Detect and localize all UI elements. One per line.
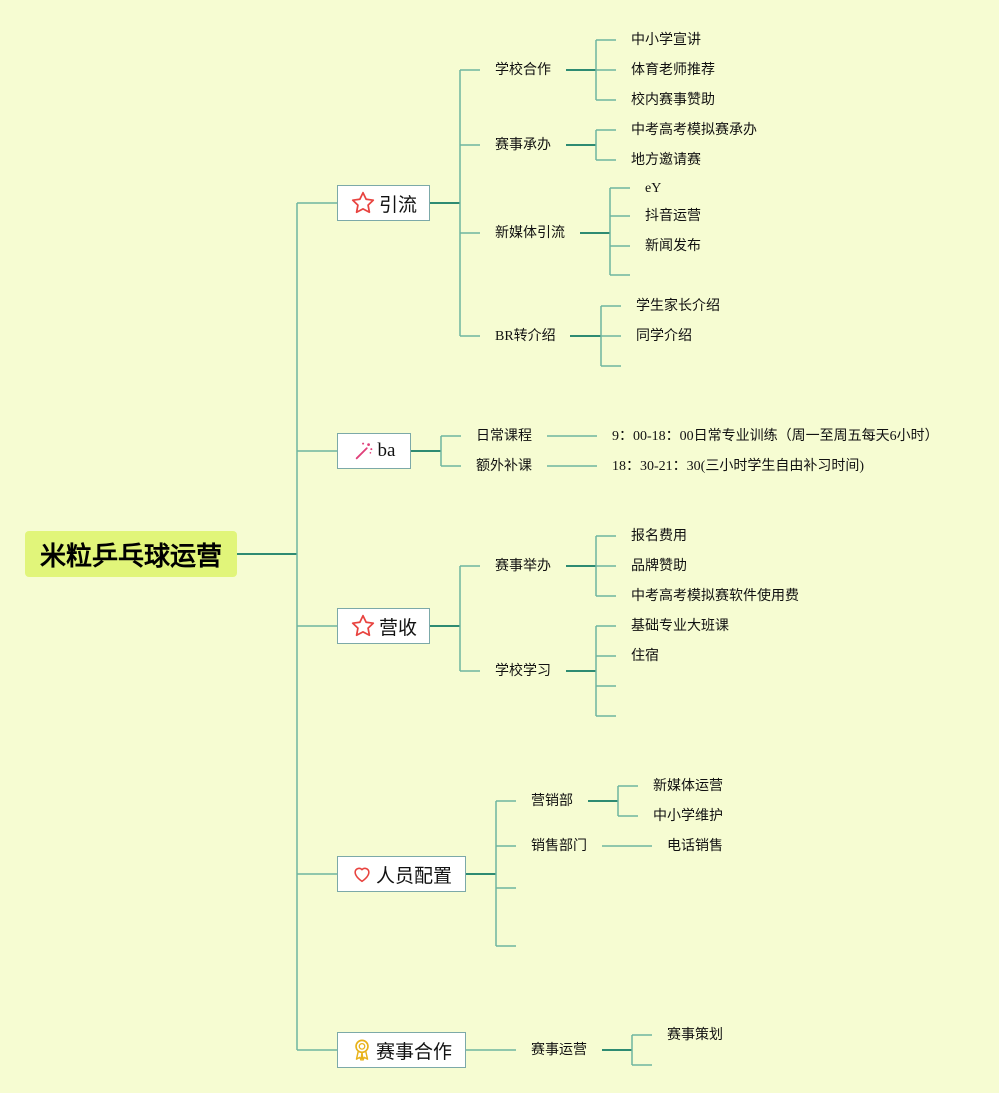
topic-xinmeiti-yinliu[interactable]: 新媒体引流 xyxy=(495,226,565,241)
topic-leaf[interactable]: 地方邀请赛 xyxy=(631,153,701,168)
topic-leaf[interactable]: 电话销售 xyxy=(667,839,723,854)
topic-leaf[interactable]: 赛事策划 xyxy=(667,1028,723,1043)
star-icon xyxy=(351,191,375,214)
topic-saishi-juban[interactable]: 赛事举办 xyxy=(495,559,551,574)
branch-label: ba xyxy=(377,440,396,461)
topic-leaf[interactable]: 抖音运营 xyxy=(645,209,701,224)
heart-icon xyxy=(354,867,370,883)
topic-leaf[interactable]: 校内赛事赞助 xyxy=(631,93,715,108)
branch-saishi[interactable]: 赛事合作 xyxy=(337,1032,466,1068)
branch-label: 人员配置 xyxy=(375,864,452,887)
award-ribbon-icon xyxy=(355,1039,369,1061)
branch-yinliu[interactable]: 引流 xyxy=(337,185,430,221)
branch-yingshou[interactable]: 营收 xyxy=(337,608,430,644)
topic-leaf[interactable]: 学生家长介绍 xyxy=(636,299,720,314)
topic-leaf[interactable]: eY xyxy=(645,181,662,196)
topic-leaf[interactable]: 新媒体运营 xyxy=(653,779,723,794)
topic-saishi-yunying[interactable]: 赛事运营 xyxy=(531,1043,587,1058)
topic-leaf[interactable]: 品牌赞助 xyxy=(631,559,687,574)
topic-leaf[interactable]: 9：00-18：00日常专业训练（周一至周五每天6小时） xyxy=(612,429,939,444)
branch-label: 引流 xyxy=(378,193,417,216)
topic-richang-kecheng[interactable]: 日常课程 xyxy=(476,429,532,444)
topic-leaf[interactable]: 同学介绍 xyxy=(636,329,692,344)
branch-renyuan[interactable]: 人员配置 xyxy=(337,856,466,892)
topic-xuexiao-xuexi[interactable]: 学校学习 xyxy=(495,664,551,679)
star-icon xyxy=(351,614,375,637)
topic-leaf[interactable]: 中小学宣讲 xyxy=(631,33,701,48)
topic-br-zhuanjieshao[interactable]: BR转介绍 xyxy=(495,329,556,344)
topic-ewai-buke[interactable]: 额外补课 xyxy=(476,459,532,474)
topic-leaf[interactable]: 体育老师推荐 xyxy=(631,63,715,78)
topic-xuexiao-hezuo[interactable]: 学校合作 xyxy=(495,63,551,78)
root-topic[interactable]: 米粒乒乓球运营 xyxy=(25,531,237,577)
topic-leaf[interactable]: 18：30-21：30(三小时学生自由补习时间) xyxy=(612,459,864,474)
magic-wand-icon xyxy=(355,442,372,460)
topic-xiaoshou-bumen[interactable]: 销售部门 xyxy=(531,839,587,854)
topic-leaf[interactable]: 基础专业大班课 xyxy=(631,619,729,634)
branch-label: 赛事合作 xyxy=(375,1040,452,1063)
topic-saishi-chengban[interactable]: 赛事承办 xyxy=(495,138,551,153)
branch-label: 营收 xyxy=(378,616,417,639)
topic-yingxiaobu[interactable]: 营销部 xyxy=(531,794,573,809)
topic-leaf[interactable]: 中考高考模拟赛承办 xyxy=(631,123,757,138)
topic-leaf[interactable]: 住宿 xyxy=(631,649,659,664)
branch-ba[interactable]: ba xyxy=(337,433,411,469)
topic-leaf[interactable]: 新闻发布 xyxy=(645,239,701,254)
topic-leaf[interactable]: 中考高考模拟赛软件使用费 xyxy=(631,589,799,604)
topic-leaf[interactable]: 中小学维护 xyxy=(653,809,723,824)
topic-leaf[interactable]: 报名费用 xyxy=(631,529,687,544)
